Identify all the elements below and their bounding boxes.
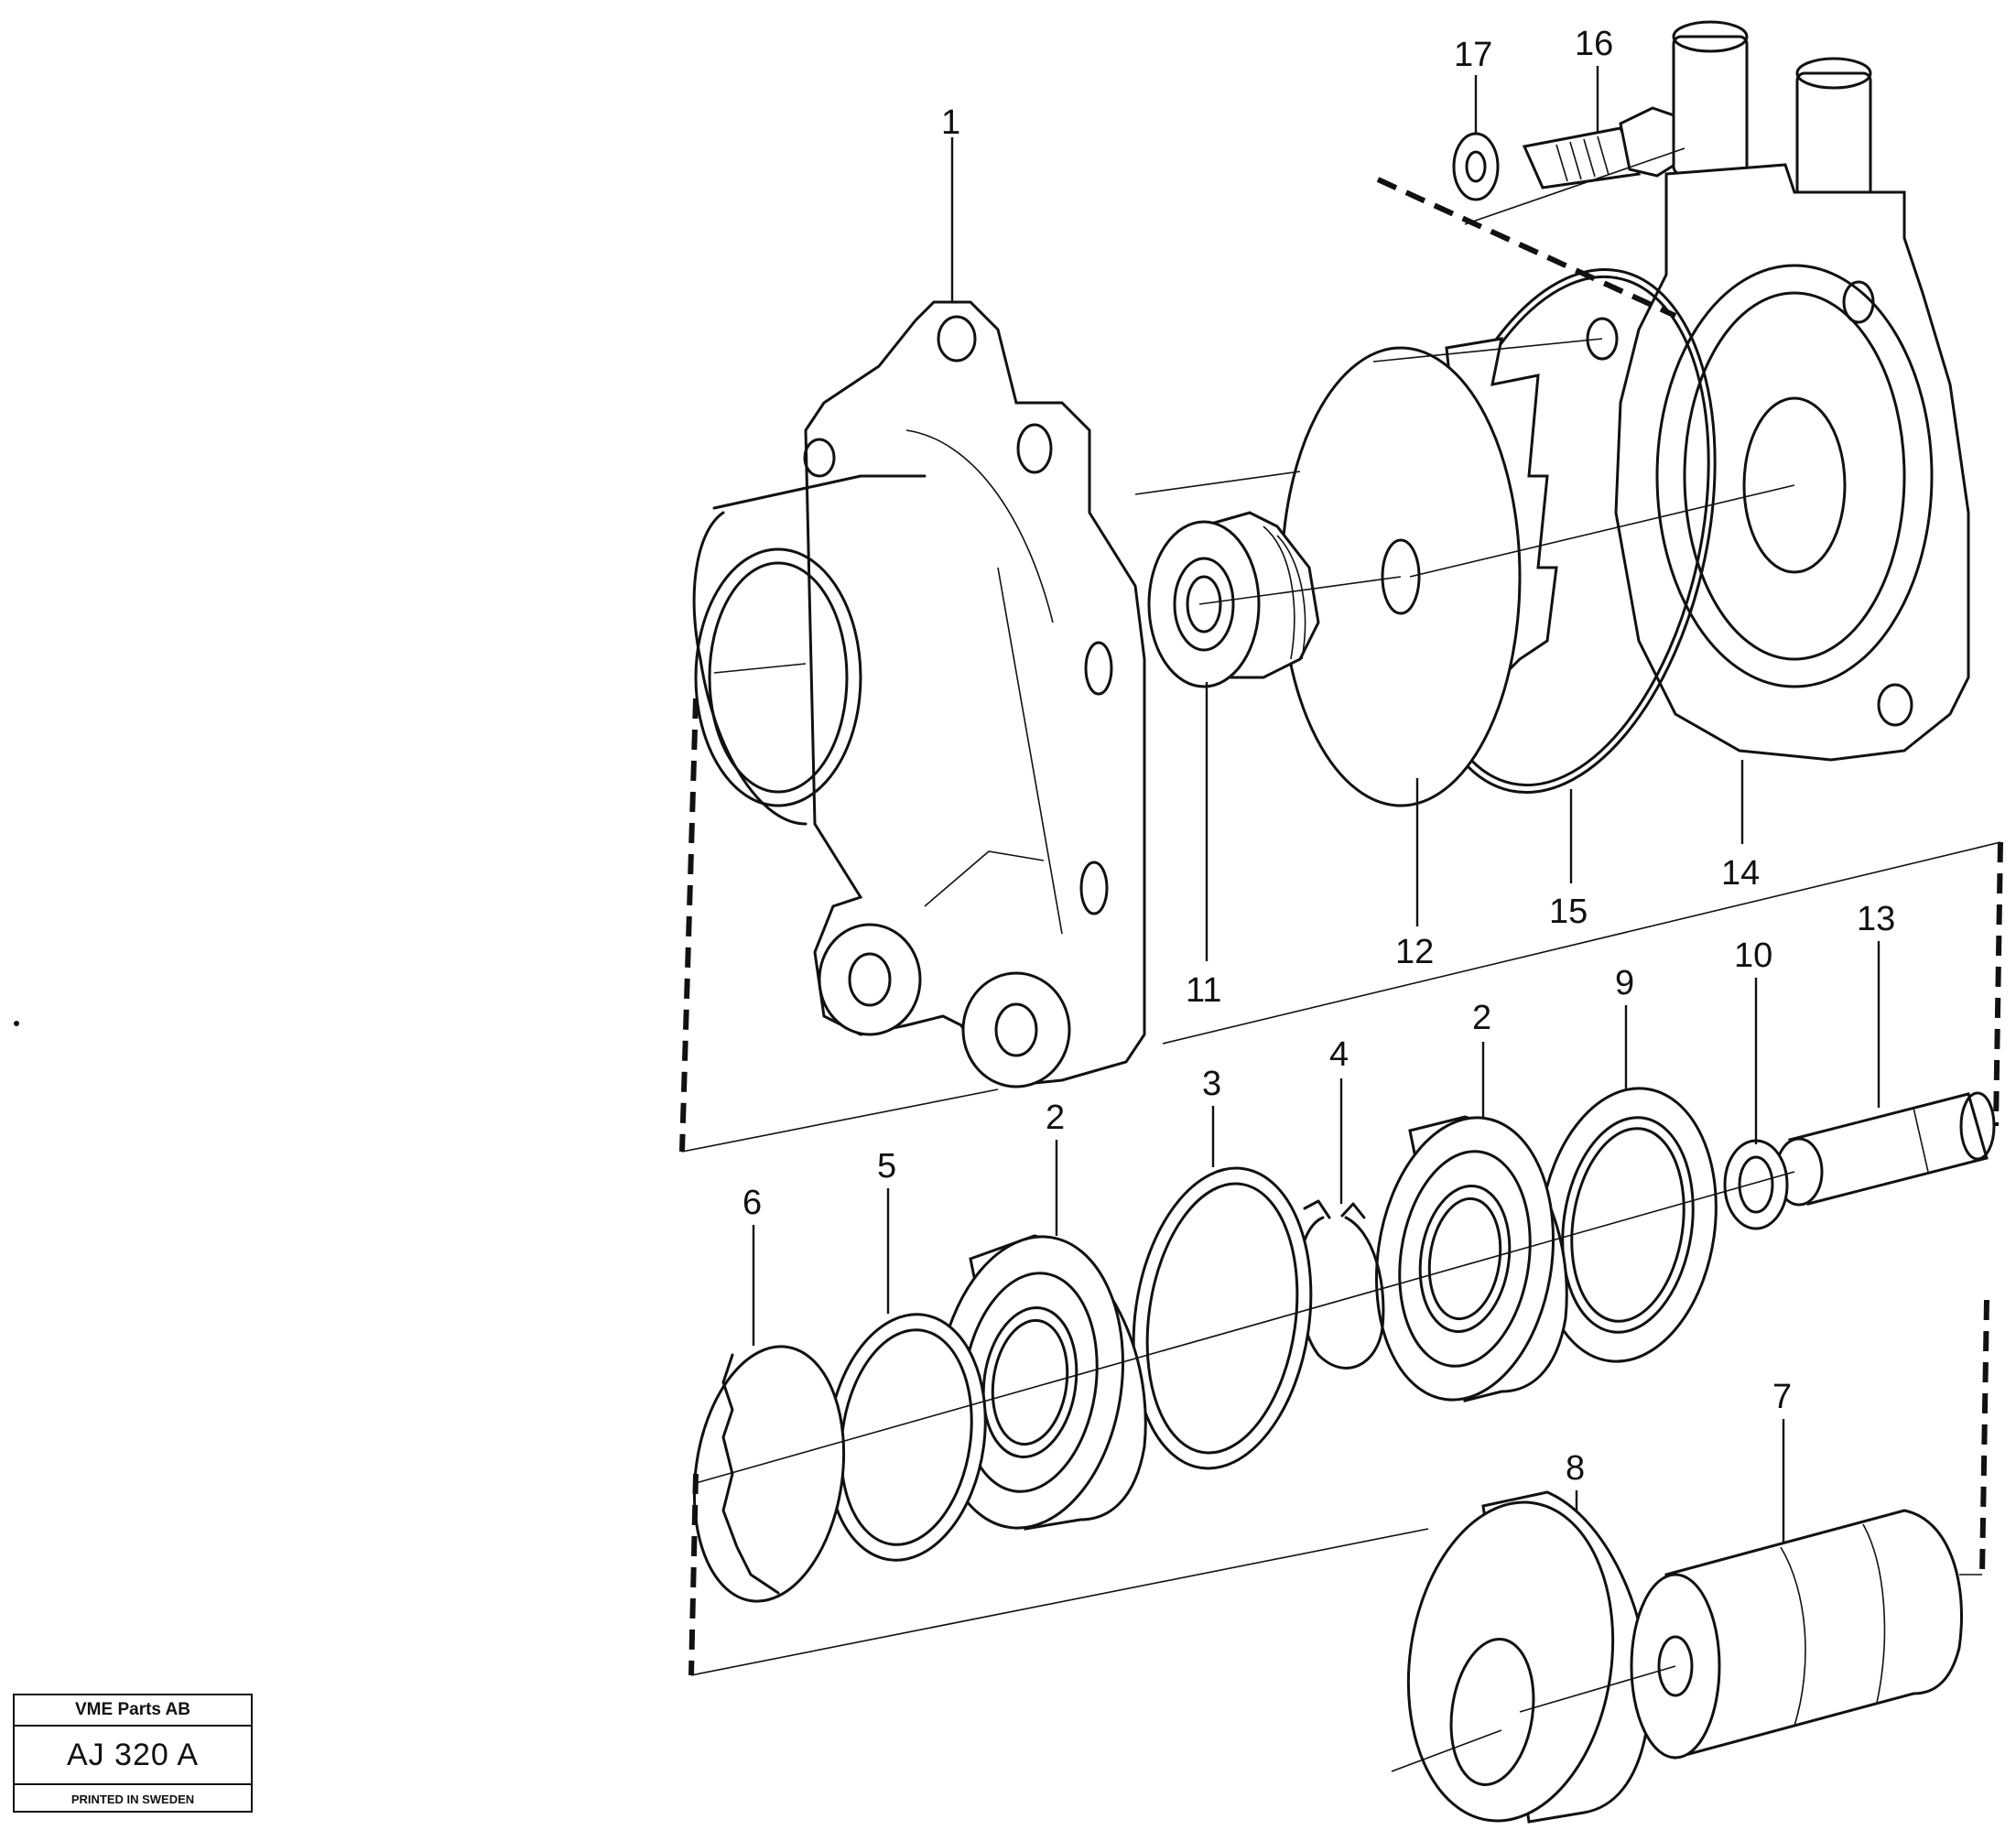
part-13-sleeve: [1774, 1091, 1996, 1207]
part-8-pulley-hub: [1406, 1490, 1651, 1824]
part-7-shaft: [1630, 1509, 1963, 1760]
part-1-pump-housing: [692, 300, 1146, 1088]
part-2-bearing-right: [1374, 1115, 1568, 1402]
label-part-6: 6: [742, 1184, 762, 1222]
publisher-stamp: VME Parts AB AJ 320 A PRINTED IN SWEDEN: [13, 1694, 253, 1813]
part-10-small-ring: [1723, 1139, 1789, 1230]
stray-dot: [14, 1021, 19, 1026]
label-part-3: 3: [1202, 1065, 1221, 1103]
stamp-code: AJ 320 A: [15, 1727, 251, 1785]
label-leader-lines: [752, 66, 1881, 1543]
label-part-2-right: 2: [1472, 999, 1491, 1037]
label-part-9: 9: [1615, 964, 1634, 1002]
part-16-bolt: [1522, 106, 1691, 189]
stamp-printed: PRINTED IN SWEDEN: [70, 1792, 195, 1806]
label-part-17: 17: [1454, 36, 1492, 74]
label-part-2-left: 2: [1046, 1099, 1065, 1137]
label-part-11: 11: [1186, 971, 1221, 1010]
part-number-labels: 1 17 16 11 12 15 14 13 10 9 2 4 3 2 5 6 …: [742, 25, 1895, 1488]
assembly-axis-lines: [695, 147, 1795, 1772]
part-17-washer: [1452, 132, 1500, 201]
assembly-dashed-lines: [679, 177, 2003, 1676]
label-part-8: 8: [1566, 1449, 1585, 1488]
label-part-12: 12: [1395, 933, 1434, 971]
label-part-15: 15: [1549, 893, 1588, 931]
stamp-company: VME Parts AB: [15, 1695, 251, 1727]
label-part-16: 16: [1575, 25, 1613, 63]
label-part-7: 7: [1772, 1378, 1792, 1416]
part-14-pump-cover: [1586, 20, 1970, 762]
part-5-shim-ring: [826, 1313, 987, 1562]
part-12-impeller: [1280, 337, 1558, 807]
label-part-14: 14: [1721, 854, 1760, 893]
part-3-spacer-ring: [1132, 1166, 1313, 1470]
label-part-5: 5: [877, 1147, 896, 1186]
label-part-10: 10: [1734, 937, 1772, 975]
part-6-lock-plate: [692, 1345, 846, 1603]
label-part-13: 13: [1857, 900, 1895, 938]
label-part-4: 4: [1329, 1035, 1349, 1074]
label-part-1: 1: [941, 103, 960, 142]
